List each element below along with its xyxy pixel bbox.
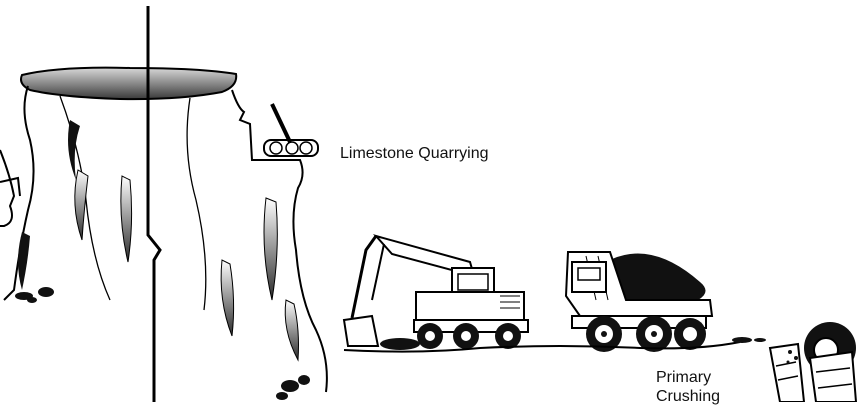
dump-truck [566,252,712,352]
divider-line [148,6,160,402]
primary-crushing-line2: Crushing [656,387,720,406]
excavator [344,236,528,350]
limestone-quarrying-label: Limestone Quarrying [340,144,489,163]
primary-crushing-line1: Primary [656,368,720,387]
quarry-cliff [0,68,327,400]
primary-crushing-label: Primary Crushing [656,368,720,406]
primary-crusher [770,322,856,402]
